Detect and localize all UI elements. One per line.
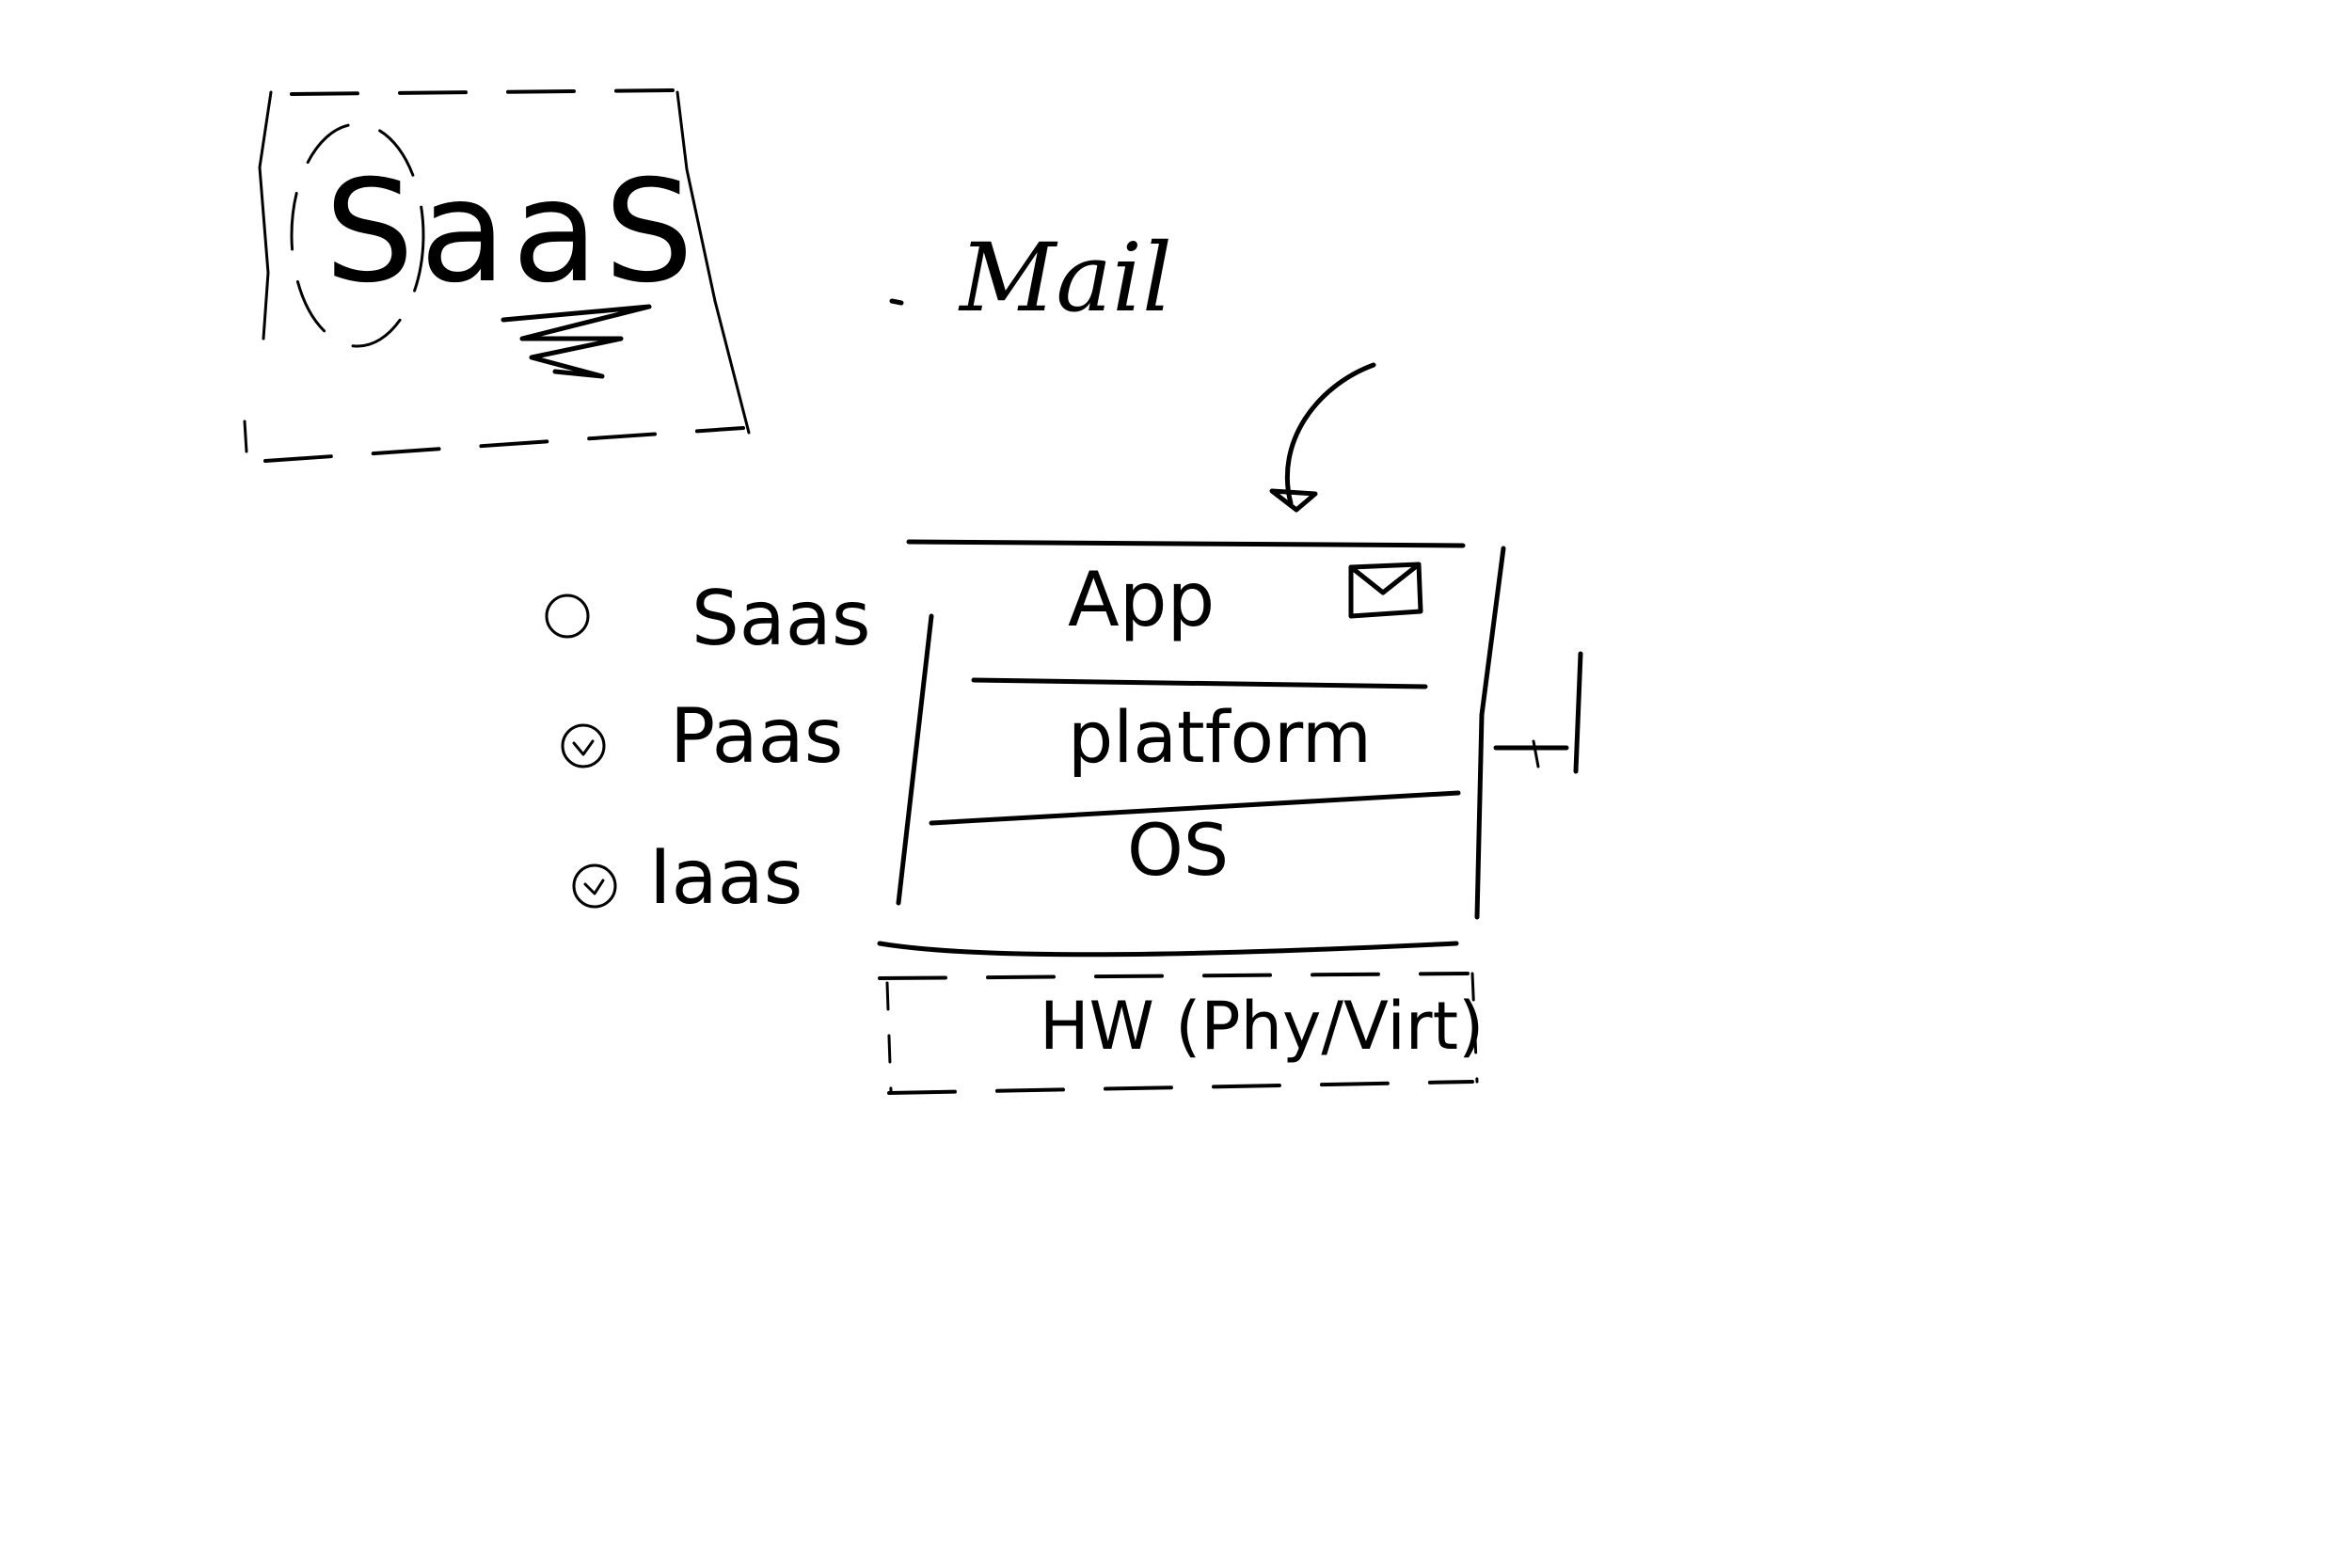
service-model-list: Saas Paas Iaas — [545, 575, 871, 921]
logo-text: SaaS — [325, 150, 699, 314]
hardware-label: HW (Phy/Virt) — [1040, 988, 1484, 1065]
circle-bullet-icon — [545, 594, 590, 639]
list-item: Saas — [545, 575, 871, 662]
list-item-label: Saas — [691, 575, 871, 662]
list-item-label: Paas — [670, 692, 843, 780]
hardware-layer: HW (Phy/Virt) — [878, 972, 1484, 1095]
circle-bullet-icon — [561, 723, 606, 768]
envelope-icon — [1348, 562, 1423, 619]
stack-layer-os: OS — [1127, 808, 1229, 892]
circle-bullet-icon — [572, 863, 617, 909]
list-item-label: Iaas — [649, 833, 803, 921]
layer-label: App — [1068, 556, 1215, 643]
scribble-icon — [501, 304, 652, 379]
stack-layer-platform: platform — [1068, 695, 1372, 779]
circle-sketch-icon — [290, 122, 425, 348]
list-item: Iaas — [572, 833, 803, 921]
stack-layer-app: App — [1068, 556, 1423, 643]
logo-sketch: SaaS — [243, 88, 751, 463]
mail-annotation: Mail — [889, 223, 1172, 333]
curved-arrow-icon — [1269, 362, 1376, 513]
list-item: Paas — [561, 692, 843, 780]
mail-label: Mail — [958, 223, 1172, 333]
layer-label: platform — [1068, 695, 1372, 779]
stack-diagram: App platform OS HW (Phy/Virt) — [877, 539, 1583, 1095]
layer-label: OS — [1127, 808, 1229, 892]
